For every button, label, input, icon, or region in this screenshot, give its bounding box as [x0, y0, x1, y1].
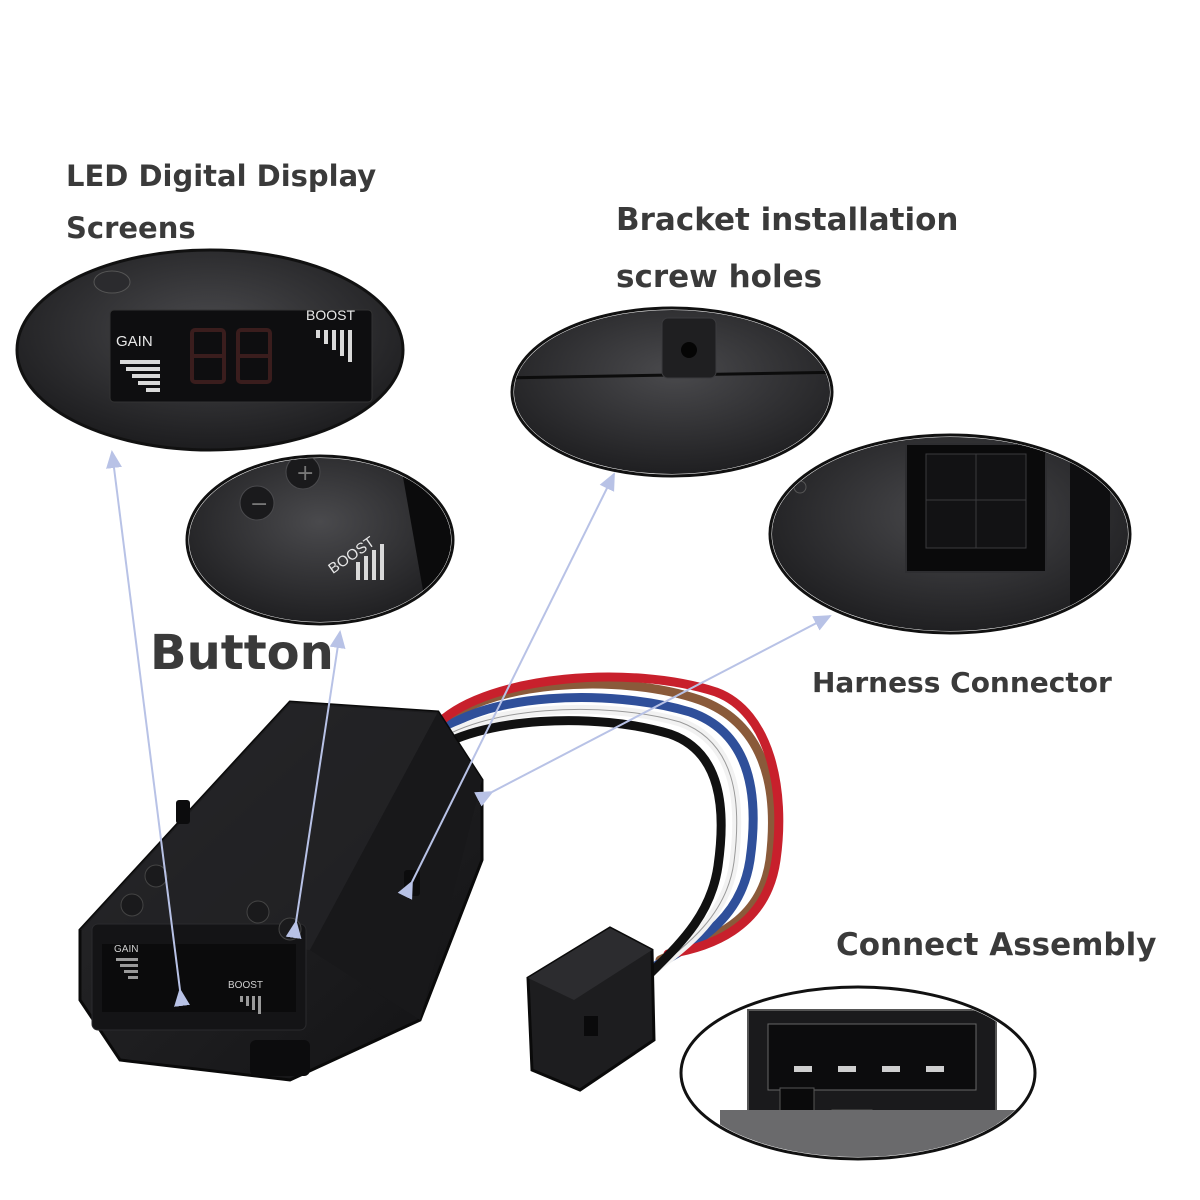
unit-boost-bars-icon	[240, 996, 261, 1014]
seven-segment-display	[190, 328, 272, 384]
callout-led-display: LED Digital Display Screens	[66, 150, 376, 254]
callout-bracket-holes: Bracket installation screw holes	[616, 192, 959, 306]
zoom-buttons: + − BOOST	[185, 454, 455, 626]
callout-bracket-line2: screw holes	[616, 259, 823, 295]
zoom-led-display: GAIN BOOST	[15, 248, 405, 452]
zoom-harness-connector	[768, 433, 1132, 635]
pointer-arrows	[106, 450, 832, 1007]
plug-connector	[526, 926, 656, 1092]
gain-bars-icon	[120, 360, 160, 392]
connector-pins	[794, 1066, 944, 1072]
callout-connect-assembly: Connect Assembly	[836, 927, 1157, 963]
callout-harness-connector: Harness Connector	[812, 666, 1112, 699]
zoom-plus-symbol: +	[296, 461, 314, 486]
brake-controller-unit: GAIN BOOST	[78, 700, 484, 1082]
zoom-gain-label: GAIN	[116, 333, 153, 350]
callout-led-line2: Screens	[66, 211, 196, 245]
zoom2-boost-bars-icon	[356, 544, 384, 580]
zoom-boost-label: BOOST	[306, 307, 355, 323]
zoom-connect-assembly	[679, 985, 1037, 1161]
unit-gain-label: GAIN	[114, 944, 138, 955]
zoom-bracket-hole	[510, 306, 834, 478]
zoom-minus-symbol: −	[250, 492, 268, 517]
unit-boost-label: BOOST	[228, 980, 263, 991]
callout-led-line1: LED Digital Display	[66, 159, 377, 193]
callout-bracket-line1: Bracket installation	[616, 202, 959, 238]
callout-button: Button	[150, 625, 334, 681]
boost-bars-icon	[316, 330, 352, 362]
